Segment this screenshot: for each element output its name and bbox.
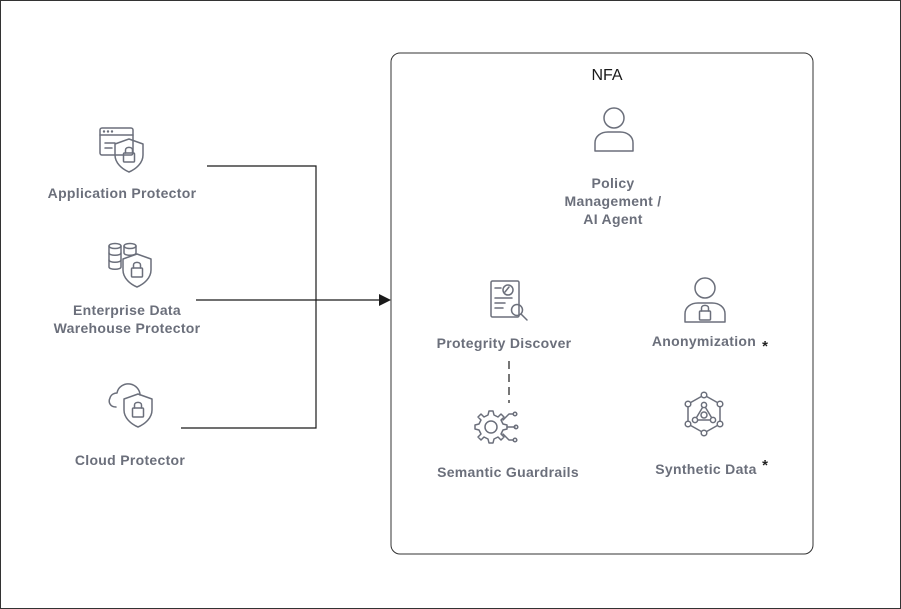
connectors — [181, 165, 510, 429]
browser-shield-icon — [99, 127, 144, 173]
cloud-shield-icon — [108, 383, 153, 428]
policy-label-line2: Management / — [565, 193, 662, 209]
policy-label-line3: AI Agent — [583, 211, 642, 227]
network-hexagon-icon — [684, 391, 724, 437]
enterprise-data-label-line2: Warehouse Protector — [54, 320, 201, 336]
connector-application — [207, 165, 317, 300]
anonymization-label: Anonymization — [652, 333, 756, 349]
user-lock-icon — [684, 277, 726, 323]
policy-label-line1: Policy — [591, 175, 634, 191]
synthetic-data-label: Synthetic Data — [655, 461, 756, 477]
nfa-title: NFA — [591, 67, 622, 84]
document-search-icon — [490, 280, 528, 321]
enterprise-data-label-line1: Enterprise Data — [73, 302, 181, 318]
synthetic-data-marker: * — [762, 457, 768, 474]
connector-cloud — [181, 300, 317, 429]
database-shield-icon — [108, 242, 152, 288]
semantic-guardrails-label: Semantic Guardrails — [437, 464, 579, 480]
user-icon — [594, 107, 634, 152]
cloud-protector-label: Cloud Protector — [75, 452, 186, 468]
application-protector-label: Application Protector — [48, 185, 197, 201]
protegrity-discover-label: Protegrity Discover — [437, 335, 572, 351]
connector-arrowhead — [379, 294, 391, 306]
gear-circuit-icon — [474, 410, 519, 444]
anonymization-marker: * — [762, 338, 768, 355]
